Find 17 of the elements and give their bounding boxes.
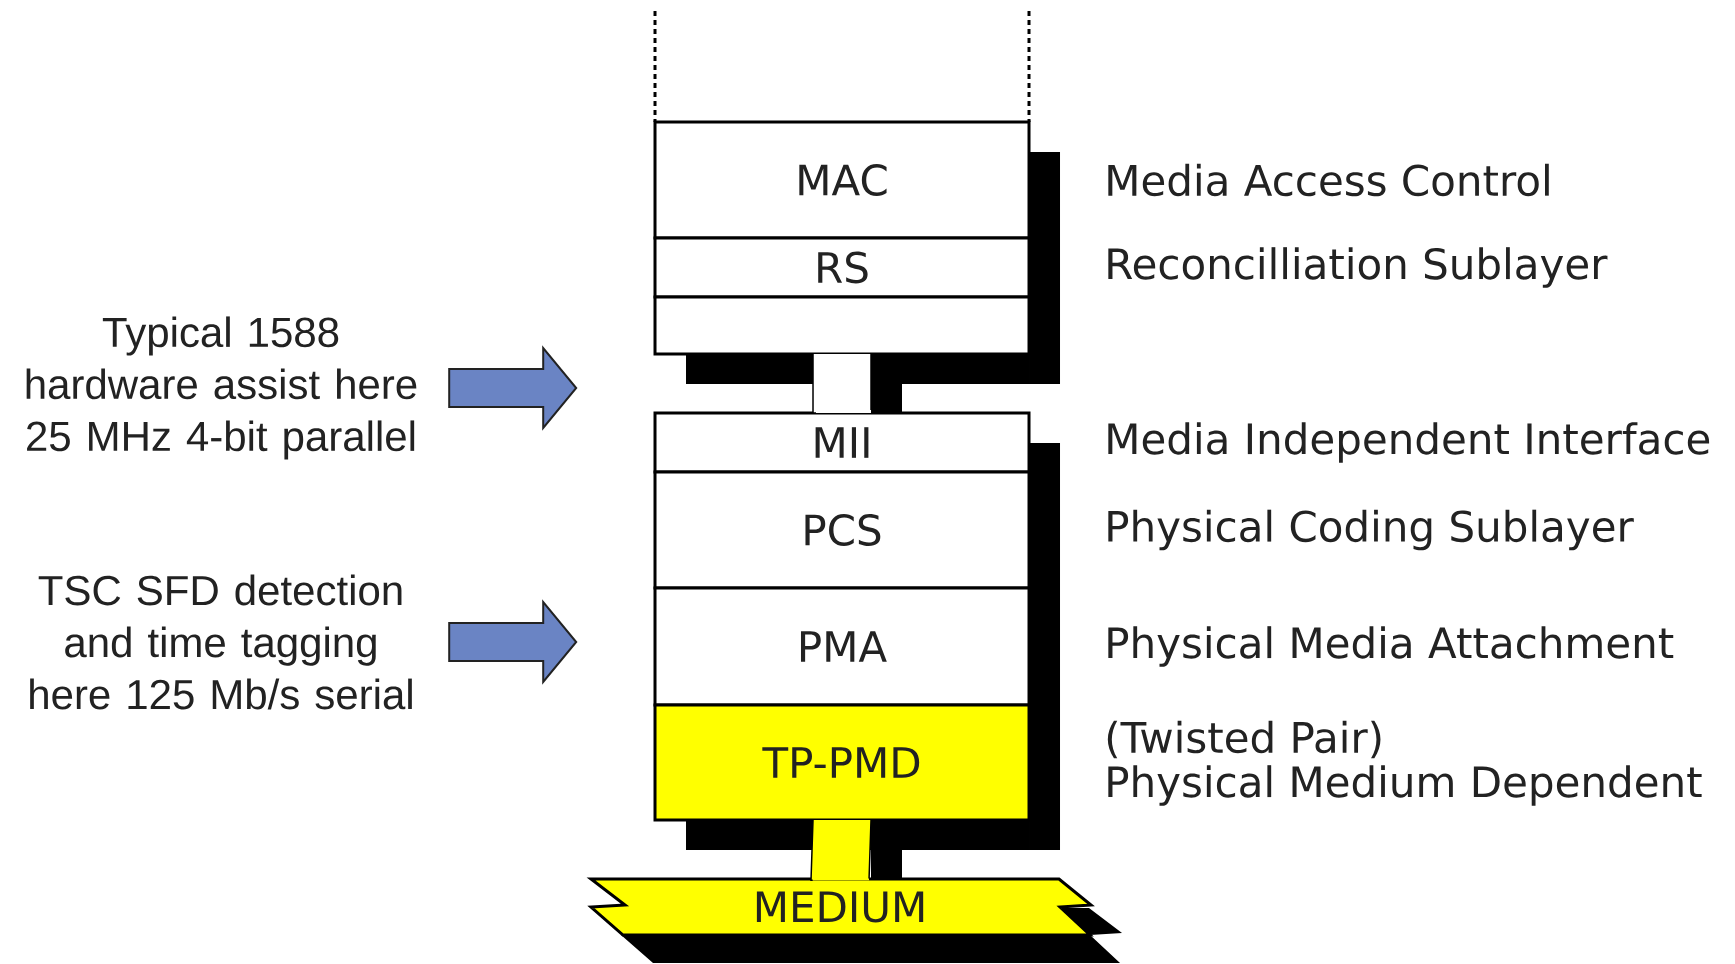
layer-box: PCS [653, 470, 1031, 590]
connector-neck [812, 353, 872, 414]
layer-label: Media Independent Interface [1108, 422, 1710, 463]
layer-box: MAC [653, 120, 1031, 240]
note-text: TSC SFD detection and time tagging here 125 Mb/s serial [30, 574, 412, 710]
layer-label: Physical Coding Sublayer [1108, 509, 1634, 551]
block-arrow [448, 599, 578, 685]
note-text: Typical 1588 hardware assist here 25 MHz 4-bit parallel [26, 316, 417, 460]
layer-label: Reconcilliation Sublayer [1108, 247, 1608, 288]
layer-box: RS [653, 236, 1031, 299]
block-arrow [448, 345, 578, 431]
layer-label: Media Access Control [1108, 163, 1549, 197]
connector-neck [810, 819, 872, 882]
layer-box: PMA [653, 586, 1031, 707]
layer-label: (Twisted Pair) [1107, 720, 1381, 759]
layer-label: Physical Medium Dependent [1108, 765, 1702, 806]
layer-label: Physical Media Attachment [1108, 626, 1674, 667]
